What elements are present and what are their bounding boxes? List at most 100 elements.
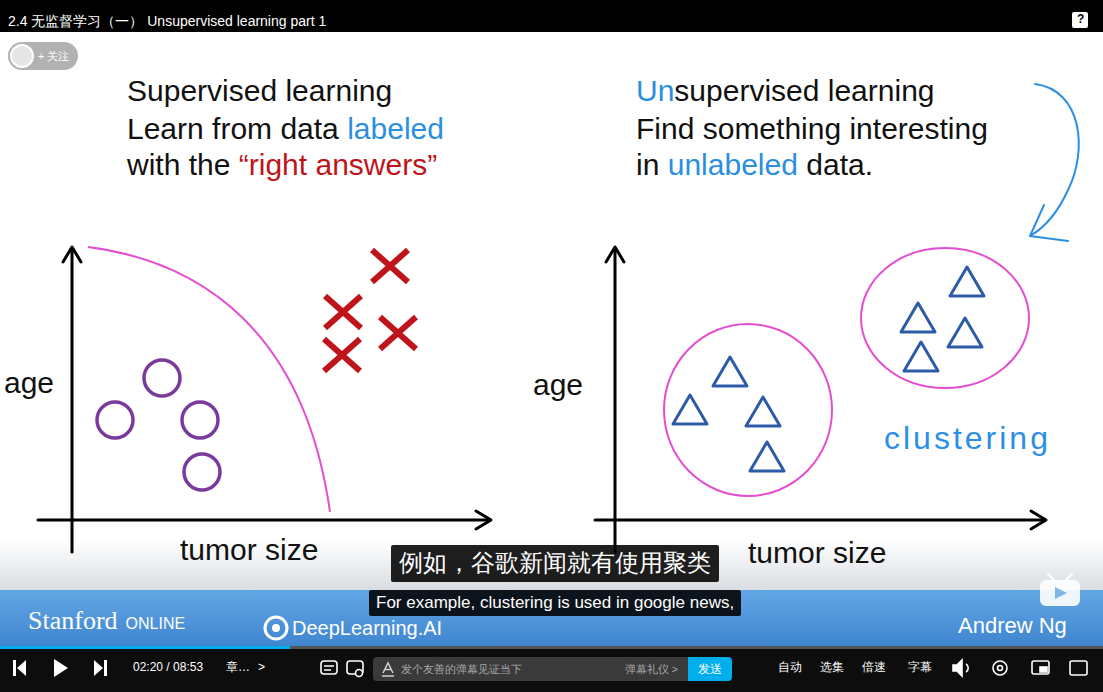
axis-arrowhead	[606, 247, 624, 262]
control-bar	[0, 646, 1103, 692]
slide-heading: supervised learning	[674, 74, 934, 109]
hand-arrow	[1030, 84, 1079, 241]
triangle-point	[746, 397, 780, 426]
circle-point	[144, 360, 180, 396]
help-icon-mark: ?	[1077, 13, 1084, 27]
x-axis	[595, 519, 1045, 522]
circle-point	[97, 402, 133, 438]
logo-text: ONLINE	[126, 615, 186, 633]
danmaku-icon	[321, 661, 337, 674]
cluster-ellipse	[664, 324, 832, 496]
title-bar	[0, 0, 1103, 32]
settings-icon-center	[998, 666, 1003, 671]
volume-wave	[966, 664, 968, 672]
window-icon-inner	[1040, 667, 1047, 672]
triangle-point	[901, 303, 935, 332]
malignant-points	[324, 250, 416, 371]
logo-text: Stanford	[28, 606, 118, 636]
help-icon	[1072, 12, 1088, 28]
node-text: 发个友善的弹幕见证当下	[401, 657, 522, 681]
slide-text: data.	[806, 148, 873, 183]
control-button: 倍速	[862, 661, 886, 675]
axes-left	[38, 247, 491, 552]
slide-text: Find something interesting	[636, 112, 988, 147]
node-text: 发送	[698, 657, 722, 681]
danmaku-settings-gear	[356, 670, 363, 677]
logo-text: DeepLearning.AI	[292, 617, 442, 640]
tv-antenna	[1048, 574, 1072, 580]
danmaku-toggles	[321, 661, 363, 677]
chapter-button: 章…	[226, 661, 250, 675]
triangle-point	[673, 395, 707, 424]
progress-played	[0, 646, 290, 649]
axes-right	[595, 247, 1046, 552]
time-display: 02:20 / 08:53	[133, 661, 203, 675]
window-icon	[1032, 661, 1049, 674]
presenter-name: Andrew Ng	[958, 613, 1067, 638]
font-style-glyph	[382, 663, 394, 676]
cross-point	[325, 296, 361, 328]
axis-label: tumor size	[180, 533, 318, 568]
y-axis	[71, 248, 74, 552]
triangle-point	[950, 267, 984, 296]
tv-play	[1055, 587, 1067, 599]
cross-point	[372, 250, 408, 282]
handwritten-note: clustering	[884, 420, 1051, 457]
video-title: 2.4 无监督学习（一） Unsupervised learning part …	[8, 13, 326, 29]
slide-banner	[0, 590, 1103, 646]
slide-fade	[0, 540, 1103, 590]
highlight-word: labeled	[347, 112, 444, 147]
slide-text: in	[636, 148, 659, 183]
axis-label: tumor size	[748, 536, 886, 571]
subtitle-box: For example, clustering is used in googl…	[369, 590, 741, 616]
slide-background	[0, 32, 1103, 590]
slide-text: with the	[127, 148, 230, 183]
chapter-arrow: >	[258, 661, 265, 675]
curved-arrow	[1030, 84, 1079, 236]
control-button: 字幕	[908, 661, 932, 675]
next-icon	[94, 660, 107, 676]
axis-arrowhead	[1031, 511, 1046, 529]
right-controls	[953, 660, 1087, 676]
node-text: 弹幕礼仪 >	[625, 657, 678, 681]
triangle-point	[750, 442, 784, 471]
play-icon	[54, 659, 68, 677]
avatar-icon	[10, 44, 34, 68]
axis-arrowhead	[63, 247, 81, 262]
volume-icon	[953, 660, 962, 676]
slide-text: Learn from data	[127, 112, 339, 147]
highlight-word: “right answers”	[239, 148, 437, 183]
danmaku-input: 发个友善的弹幕见证当下 弹幕礼仪 >	[373, 657, 688, 681]
deeplearning-logo	[265, 617, 287, 639]
circle-point	[182, 402, 218, 438]
fullscreen-icon	[1070, 661, 1087, 675]
control-button: 自动	[778, 661, 802, 675]
node-text: 例如，谷歌新闻就有使用聚类	[399, 549, 711, 578]
cluster-outlines	[664, 248, 1029, 496]
previous-icon	[13, 660, 26, 676]
bilibili-tv-icon	[1040, 574, 1080, 606]
triangle-point	[713, 357, 747, 386]
slide-heading: Supervised learning	[127, 74, 392, 109]
control-button: 选集	[820, 661, 844, 675]
progress-track	[0, 646, 1103, 649]
y-axis	[614, 248, 617, 552]
cluster-ellipse	[861, 248, 1029, 388]
node-text: + 关注	[38, 42, 69, 70]
arrowhead	[1030, 205, 1068, 241]
tv-body	[1040, 580, 1080, 606]
node-text: For example, clustering is used in googl…	[376, 593, 734, 613]
player-controls	[13, 659, 107, 677]
highlight-prefix: Un	[636, 74, 674, 109]
triangle-point	[904, 342, 938, 371]
send-button: 发送	[688, 657, 732, 681]
triangle-point	[948, 318, 982, 347]
cross-point	[380, 317, 416, 349]
axis-arrowhead	[476, 511, 491, 529]
danmaku-icon-lines	[324, 666, 334, 670]
x-axis	[38, 519, 490, 522]
cross-point	[324, 339, 360, 371]
follow-pill: + 关注	[8, 42, 78, 70]
highlight-word: unlabeled	[668, 148, 798, 183]
